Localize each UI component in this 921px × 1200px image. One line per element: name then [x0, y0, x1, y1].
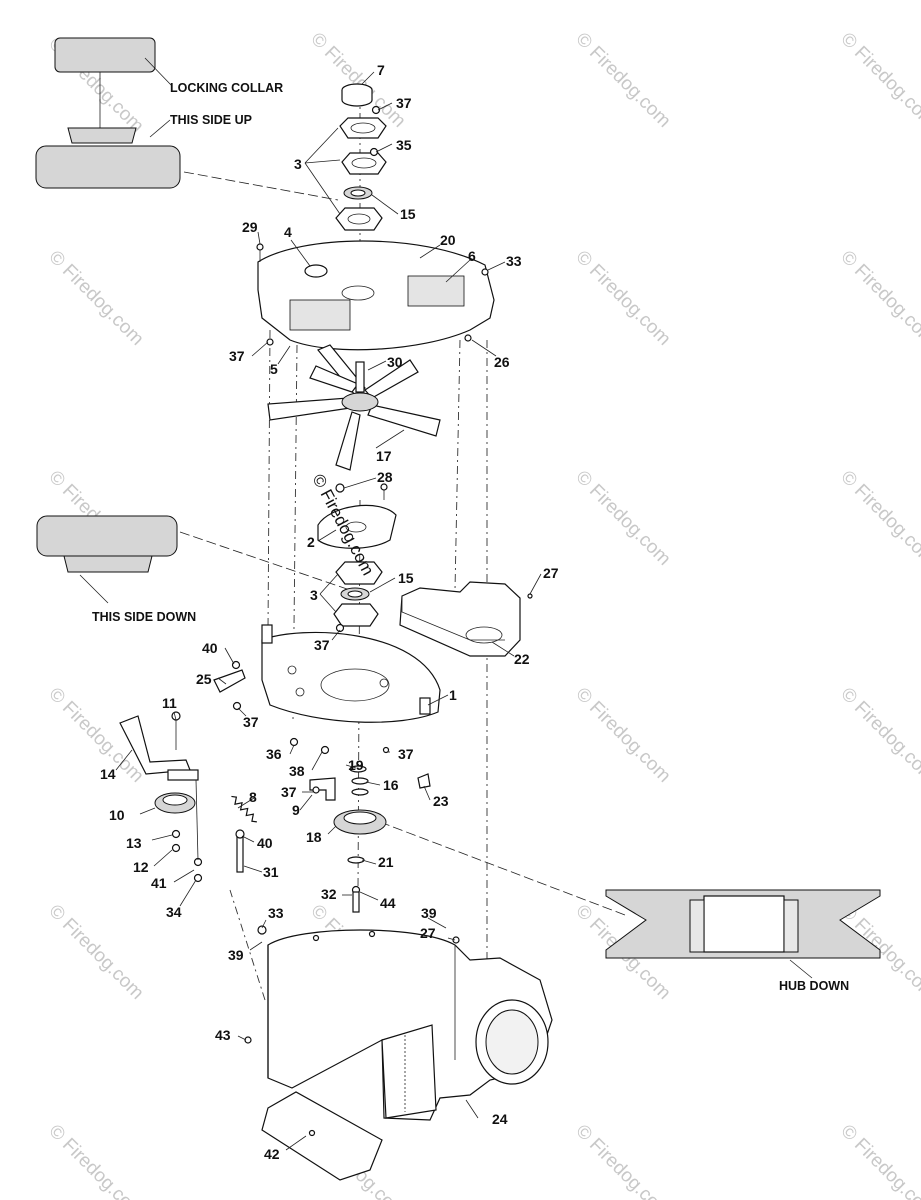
callout-16: 16	[383, 777, 399, 793]
callout-4: 4	[284, 224, 292, 240]
callout-33: 33	[506, 253, 522, 269]
this-side-up-note: THIS SIDE UP	[170, 113, 252, 127]
locking-collar-note: LOCKING COLLAR	[170, 81, 283, 95]
idler-pulley	[154, 779, 203, 883]
callout-37: 37	[398, 746, 414, 762]
callout-30: 30	[387, 354, 403, 370]
watermark: © Firedog.com	[571, 1121, 674, 1200]
callout-12: 12	[133, 859, 149, 875]
callout-42: 42	[264, 1146, 280, 1162]
callout-21: 21	[378, 854, 394, 870]
callout-7: 7	[377, 62, 385, 78]
callout-13: 13	[126, 835, 142, 851]
callout-14: 14	[100, 766, 116, 782]
callout-39: 39	[228, 947, 244, 963]
callout-6: 6	[468, 248, 476, 264]
callout-25: 25	[196, 671, 212, 687]
callout-labels: 7 37 3 35 15 29 4 20 6 33 37 5 30 26 17 …	[100, 62, 559, 1162]
skid-plate	[261, 1091, 383, 1181]
callout-22: 22	[514, 651, 530, 667]
watermark: © Firedog.com	[44, 247, 147, 350]
leader-lines	[115, 71, 542, 1151]
watermark: © Firedog.com	[306, 29, 409, 132]
callout-39: 39	[421, 905, 437, 921]
discharge-chute	[399, 581, 533, 657]
callout-15: 15	[400, 206, 416, 222]
callout-31: 31	[263, 864, 279, 880]
callout-40: 40	[257, 835, 273, 851]
callout-11: 11	[162, 695, 177, 711]
callout-33: 33	[268, 905, 284, 921]
callout-8: 8	[249, 789, 257, 805]
callout-9: 9	[292, 802, 300, 818]
watermark: © Firedog.com	[44, 1121, 147, 1200]
callout-37: 37	[396, 95, 412, 111]
callout-23: 23	[433, 793, 449, 809]
watermark: © Firedog.com	[836, 684, 921, 787]
callout-2: 2	[307, 534, 315, 550]
callout-37: 37	[243, 714, 259, 730]
callout-37: 37	[314, 637, 330, 653]
callout-17: 17	[376, 448, 392, 464]
idler-assembly	[119, 660, 246, 781]
callout-29: 29	[242, 219, 258, 235]
housing-lower-shell	[261, 624, 441, 723]
watermark: © Firedog.com	[836, 467, 921, 570]
housing-top-plate	[256, 240, 495, 351]
watermark: © Firedog.com	[571, 247, 674, 350]
callout-43: 43	[215, 1027, 231, 1043]
callout-27: 27	[420, 925, 436, 941]
inset-this-side-up: LOCKING COLLAR THIS SIDE UP	[35, 37, 339, 201]
inset-this-side-down: THIS SIDE DOWN	[36, 515, 351, 624]
callout-24: 24	[492, 1111, 508, 1127]
callout-37: 37	[229, 348, 245, 364]
callout-34: 34	[166, 904, 182, 920]
callout-5: 5	[270, 361, 278, 377]
callout-10: 10	[109, 807, 125, 823]
callout-3: 3	[310, 587, 318, 603]
callout-38: 38	[289, 763, 305, 779]
drive-pulley	[333, 765, 431, 913]
callout-15: 15	[398, 570, 414, 586]
callout-26: 26	[494, 354, 510, 370]
callout-28: 28	[377, 469, 393, 485]
base-housing	[244, 925, 553, 1121]
callout-1: 1	[449, 687, 457, 703]
callout-44: 44	[380, 895, 396, 911]
watermark: © Firedog.com	[571, 467, 674, 570]
hub-down-note: HUB DOWN	[779, 979, 849, 993]
locking-collar-drawing	[54, 37, 156, 73]
callout-3: 3	[294, 156, 302, 172]
watermark: © Firedog.com	[836, 247, 921, 350]
callout-36: 36	[266, 746, 282, 762]
callout-18: 18	[306, 829, 322, 845]
callout-32: 32	[321, 886, 337, 902]
callout-40: 40	[202, 640, 218, 656]
lower-hub-stack	[317, 483, 397, 633]
bearing-side-up-drawing	[35, 145, 181, 189]
callout-19: 19	[348, 757, 364, 773]
callout-37: 37	[281, 784, 297, 800]
spring-and-pins	[231, 737, 390, 873]
watermark: © Firedog.com	[44, 901, 147, 1004]
watermark: © Firedog.com	[571, 684, 674, 787]
fan-impeller	[267, 344, 441, 471]
watermark: © Firedog.com	[836, 29, 921, 132]
callout-20: 20	[440, 232, 456, 248]
callout-27: 27	[543, 565, 559, 581]
inset-hub-down: HUB DOWN	[379, 821, 881, 993]
callout-35: 35	[396, 137, 412, 153]
bearing-flange-drawing	[67, 127, 137, 144]
top-bearing-stack	[335, 83, 387, 231]
watermark: © Firedog.com	[571, 29, 674, 132]
callout-41: 41	[151, 875, 167, 891]
this-side-down-note: THIS SIDE DOWN	[92, 610, 196, 624]
watermark: © Firedog.com	[836, 1121, 921, 1200]
bearing-side-down-drawing	[36, 515, 178, 557]
